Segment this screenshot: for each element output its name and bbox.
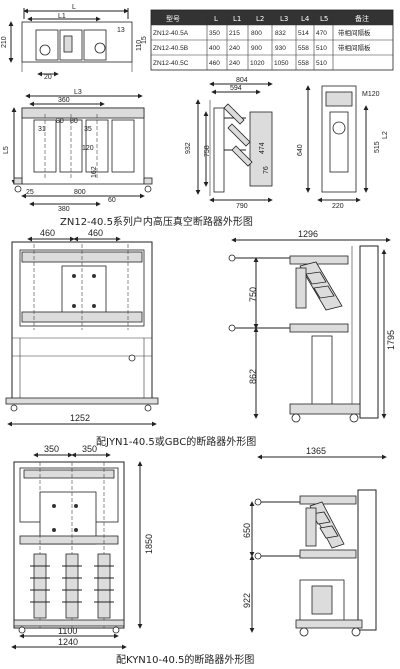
table-cell: ZN12-40.5B <box>153 45 188 52</box>
dim-862: 862 <box>248 369 258 384</box>
dim-474: 474 <box>259 142 266 154</box>
table-header-model: 型号 <box>166 14 180 23</box>
dim-220: 220 <box>332 203 344 210</box>
table-cell: 558 <box>298 60 309 67</box>
table-cell: 400 <box>209 45 220 52</box>
table-cell: 900 <box>251 45 262 52</box>
table-cell: 带相间隔板 <box>338 28 371 37</box>
table-cell: ZN12-40.5A <box>153 30 189 37</box>
table-cell: ZN12-40.5C <box>153 60 189 67</box>
dim-750: 750 <box>248 287 258 302</box>
table-cell: 514 <box>298 30 309 37</box>
dim-594: 594 <box>230 85 242 92</box>
table-cell: 1050 <box>274 60 289 67</box>
dim-804: 804 <box>236 77 248 84</box>
table-header-remark: 备注 <box>355 14 369 23</box>
side-view-top: 804 594 932 758 474 76 790 <box>185 77 273 210</box>
table-cell: 800 <box>251 30 262 37</box>
table-header-L4: L4 <box>301 15 310 23</box>
dim-758: 758 <box>204 145 211 157</box>
table-cell: 832 <box>275 30 286 37</box>
front-view-jyn: 460 460 1252 <box>5 228 159 427</box>
table-header-L5: L5 <box>320 15 328 23</box>
side-view-jyn: 1296 750 862 1795 <box>228 229 396 423</box>
front-view-bottom: L3 360 80 80 35 31 120 162 L5 800 380 60… <box>3 89 153 213</box>
side-view-kyn: 1365 650 922 <box>242 446 387 637</box>
dim-80a: 80 <box>56 118 64 125</box>
table-cell: 930 <box>275 45 286 52</box>
caption-1: ZN12-40.5系列户内高压真空断路器外形图 <box>60 215 253 228</box>
table-header-L1: L1 <box>233 15 241 23</box>
table-cell: 240 <box>229 60 240 67</box>
dim-25: 25 <box>26 189 34 196</box>
insulator-column <box>305 501 345 549</box>
insulator-column <box>295 261 343 311</box>
dim-1100: 1100 <box>58 626 77 636</box>
dim-360: 360 <box>58 97 70 104</box>
dim-350a: 350 <box>44 444 59 454</box>
dim-1240: 1240 <box>58 637 78 647</box>
dim-515: 515 <box>374 141 381 153</box>
dim-35: 35 <box>84 126 92 133</box>
dim-13: 13 <box>117 27 125 34</box>
table-header-L3: L3 <box>280 15 288 23</box>
dim-650: 650 <box>242 523 252 538</box>
dim-20: 20 <box>44 74 52 81</box>
dim-1252: 1252 <box>70 413 90 423</box>
dim-210: 210 <box>1 36 8 48</box>
dim-800: 800 <box>74 189 86 196</box>
dim-1296: 1296 <box>298 229 318 239</box>
dim-460b: 460 <box>88 228 103 238</box>
table-cell: 558 <box>298 45 309 52</box>
dim-15: 15 <box>141 36 148 44</box>
dim-L5: L5 <box>3 146 10 154</box>
table-cell: 1020 <box>250 60 265 67</box>
dim-162: 162 <box>91 166 98 178</box>
dim-350b: 350 <box>82 444 97 454</box>
dim-922: 922 <box>242 593 252 608</box>
front-view-top: L L1 210 110 15 13 20 <box>1 4 148 81</box>
dim-110: 110 <box>136 40 143 51</box>
table-cell: 460 <box>209 60 220 67</box>
table-cell: 470 <box>316 30 327 37</box>
dim-L2: L2 <box>382 131 389 139</box>
dim-120: 120 <box>82 145 94 152</box>
dim-L: L <box>72 4 76 11</box>
insulator-column <box>223 103 253 167</box>
dim-80b: 80 <box>70 118 78 125</box>
dim-1850: 1850 <box>144 534 154 554</box>
front-view-kyn: 350 350 <box>11 444 154 650</box>
dim-380: 380 <box>58 206 70 213</box>
table-cell: 510 <box>316 60 327 67</box>
table-cell: 215 <box>229 30 240 37</box>
table-cell: 240 <box>229 45 240 52</box>
dim-1365: 1365 <box>306 446 326 456</box>
dim-932: 932 <box>185 142 192 154</box>
dim-460a: 460 <box>40 228 55 238</box>
dim-L1: L1 <box>58 13 66 20</box>
dim-L3: L3 <box>74 89 82 96</box>
table-header-L: L <box>214 15 218 23</box>
table-header-L2: L2 <box>256 15 264 23</box>
label-m120: M120 <box>362 91 380 98</box>
right-view-top: M120 640 515 L2 220 <box>297 85 389 210</box>
dim-640: 640 <box>297 144 304 156</box>
table-cell: 350 <box>209 30 220 37</box>
insulator-stack <box>30 553 114 619</box>
table-cell: 带相间隔板 <box>338 43 371 52</box>
dim-790: 790 <box>236 203 248 210</box>
spec-table: 型号 L L1 L2 L3 L4 L5 备注 ZN12-40.5A 350 21… <box>150 9 394 71</box>
dim-31: 31 <box>38 126 46 133</box>
dim-60: 60 <box>108 197 116 204</box>
table-cell: 510 <box>316 45 327 52</box>
caption-3: 配KYN10-40.5的断路器外形图 <box>116 653 254 666</box>
dim-76: 76 <box>263 166 270 174</box>
dim-1795: 1795 <box>386 330 396 350</box>
caption-2: 配JYN1-40.5或GBC的断路器外形图 <box>96 435 256 448</box>
